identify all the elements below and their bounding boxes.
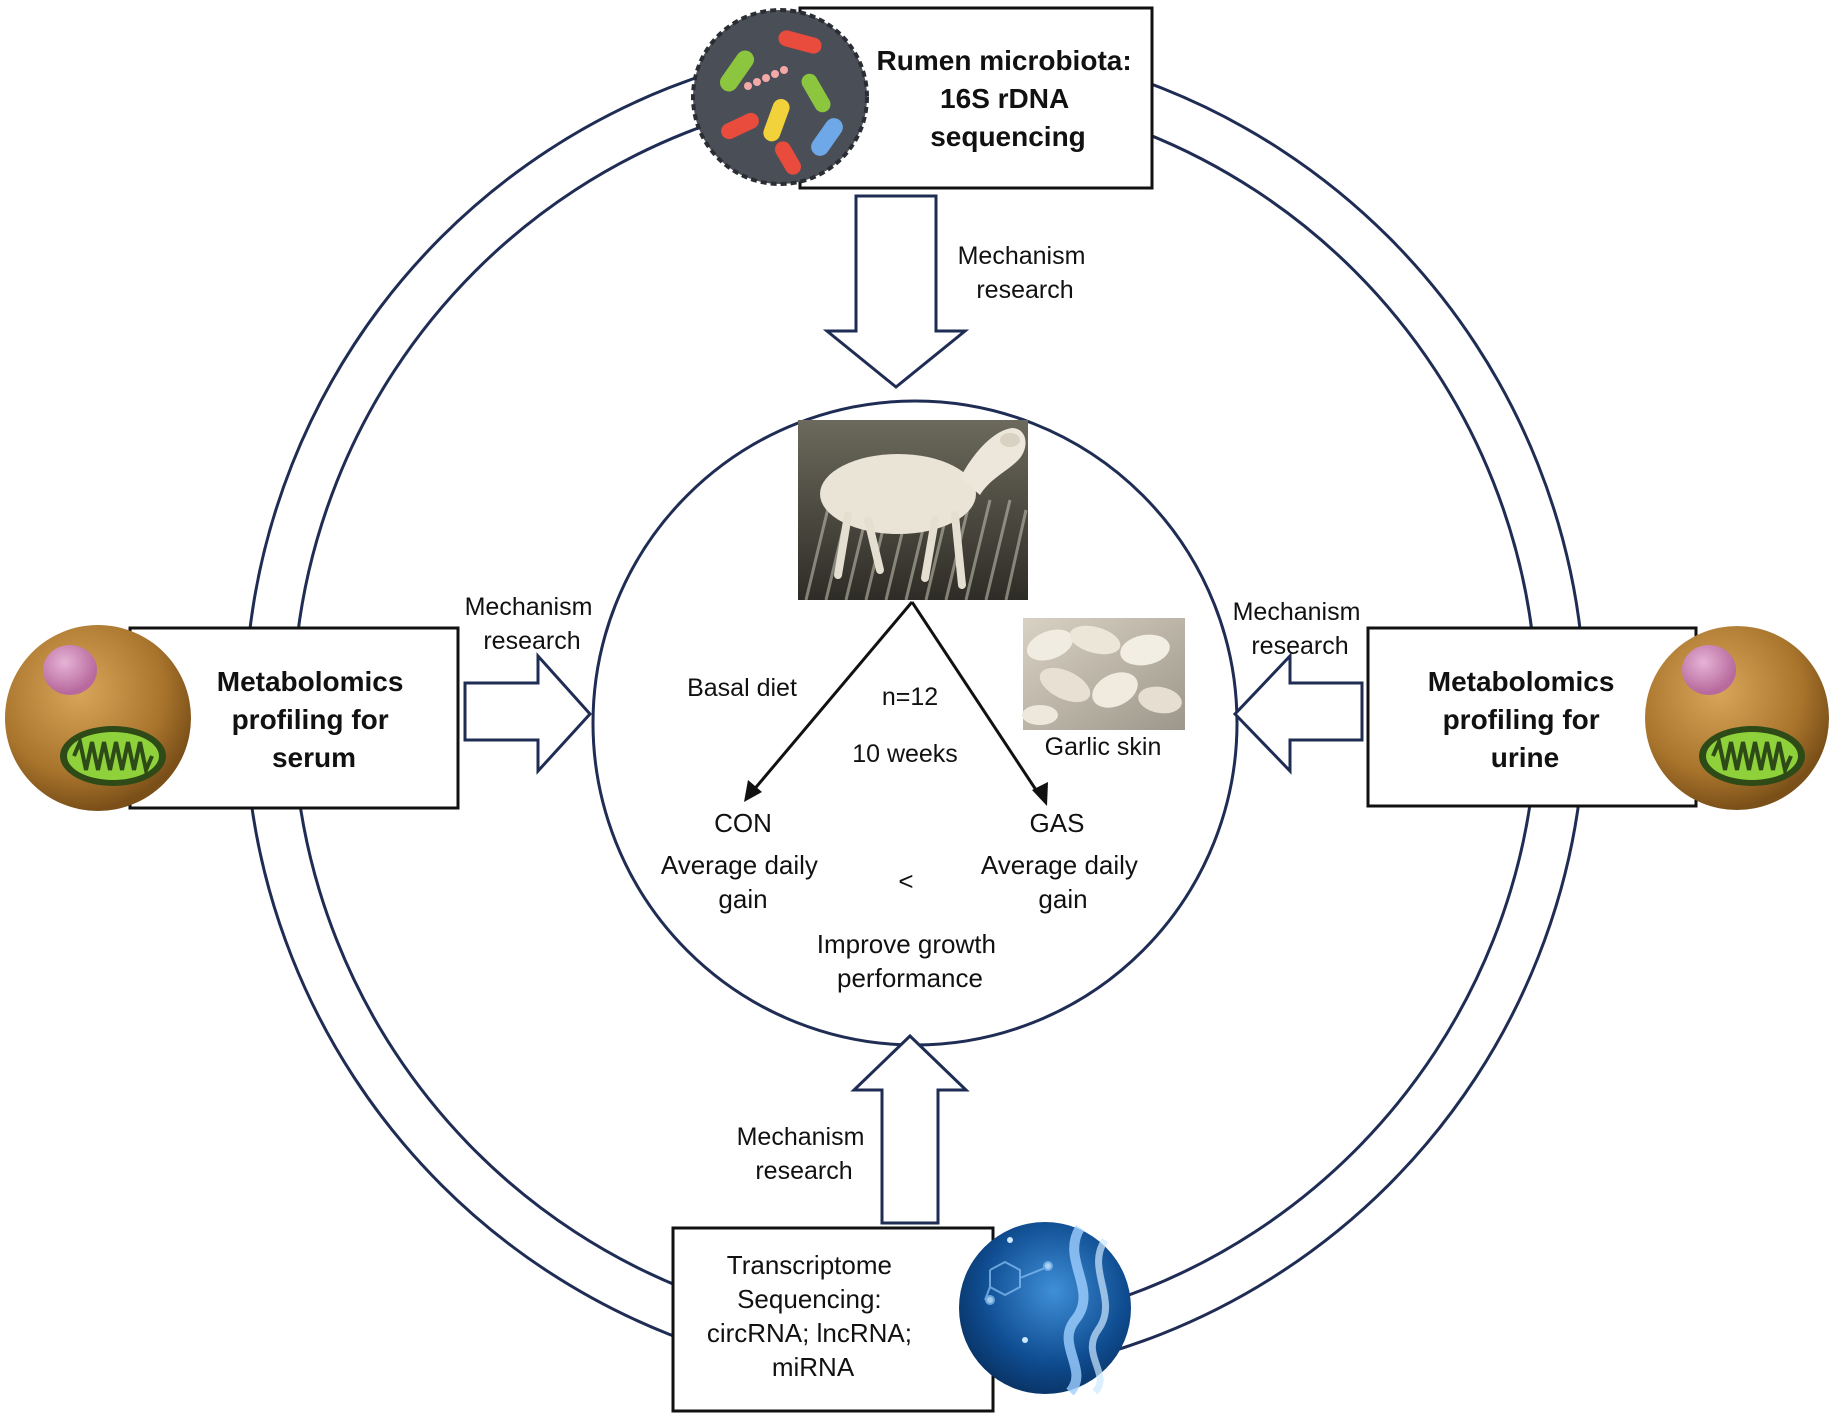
transcriptome-module: Transcriptome Sequencing: circRNA; lncRN… [671, 1222, 1131, 1413]
right-arrow-label-2: research [1251, 632, 1348, 660]
right-box-line-1: Metabolomics [1428, 666, 1615, 697]
top-box-line-3: sequencing [930, 121, 1086, 152]
right-box-line-2: profiling for [1443, 704, 1600, 735]
rumen-microbiota-module: Rumen microbiota: 16S rDNA sequencing [691, 6, 1154, 190]
gas-adg-line-2: gain [1038, 884, 1087, 914]
svg-text:Mechanism research: Mechanism research [1233, 598, 1368, 660]
con-adg-line-1: Average daily [661, 850, 818, 880]
top-box-line-1: Rumen microbiota: [877, 45, 1132, 76]
left-box-line-1: Metabolomics [217, 666, 404, 697]
con-group-label: CON [714, 808, 772, 838]
sample-size-label: n=12 [882, 683, 938, 711]
garlic-skin-label: Garlic skin [1045, 733, 1162, 761]
serum-metabolomics-module: Metabolomics profiling for serum [5, 625, 460, 811]
bottom-box-line-4: miRNA [772, 1352, 855, 1382]
right-mechanism-arrow [1232, 652, 1364, 775]
bottom-box-line-1: Transcriptome [727, 1250, 892, 1280]
svg-text:Mechanism research: Mechanism research [958, 242, 1093, 304]
bottom-mechanism-arrow [850, 1033, 970, 1225]
urine-metabolomics-box [1366, 626, 1698, 808]
conclusion-line-1: Improve growth [817, 929, 996, 959]
top-arrow-label-2: research [976, 276, 1073, 304]
svg-text:Rumen microbiota: 16S rD: Rumen microbiota: 16S rDNA sequencing [877, 45, 1140, 152]
duration-label: 10 weeks [852, 740, 958, 768]
conclusion-line-2: performance [837, 963, 983, 993]
urine-metabolomics-module: Metabolomics profiling for urine [1366, 626, 1829, 810]
bottom-box-line-2: Sequencing: [737, 1284, 882, 1314]
svg-text:Mechanism research: Mechanism research [737, 1123, 872, 1185]
garlic-skin-photo [1022, 618, 1185, 730]
gas-group-label: GAS [1030, 808, 1085, 838]
svg-text:Metabolomics profiling f: Metabolomics profiling for urine [1428, 666, 1622, 773]
con-adg-line-2: gain [718, 884, 767, 914]
right-box-line-3: urine [1491, 742, 1559, 773]
left-arrow-label-2: research [483, 627, 580, 655]
svg-text:Mechanism research: Mechanism research [465, 593, 600, 655]
bottom-arrow-label-2: research [755, 1157, 852, 1185]
bottom-arrow-label-1: Mechanism [737, 1123, 865, 1151]
treatment-branches [744, 601, 1048, 806]
left-box-line-2: profiling for [232, 704, 389, 735]
svg-text:Improve growth performance: Improve growth performance [817, 929, 1003, 993]
svg-text:Average daily gain: Average daily gain [981, 850, 1145, 914]
bottom-box-line-3: circRNA; lncRNA; [707, 1318, 912, 1348]
svg-text:Transcriptome Sequencing: Transcriptome Sequencing: circRNA; lncRN… [707, 1250, 919, 1382]
right-arrow-label-1: Mechanism [1233, 598, 1361, 626]
cell-mitochondria-icon [1645, 626, 1829, 810]
left-arrow-label-1: Mechanism [465, 593, 593, 621]
left-box-line-3: serum [272, 742, 356, 773]
svg-text:Average daily gain: Average daily gain [661, 850, 825, 914]
sheep-photo [798, 420, 1028, 601]
top-mechanism-arrow [822, 194, 970, 389]
bacteria-icon [691, 8, 869, 186]
left-mechanism-arrow [463, 652, 593, 775]
basal-diet-label: Basal diet [687, 674, 797, 702]
cell-mitochondria-icon [5, 625, 191, 811]
svg-text:Metabolomics profiling f: Metabolomics profiling for serum [217, 666, 411, 773]
top-box-line-2: 16S rDNA [940, 83, 1069, 114]
dna-molecule-icon [959, 1222, 1131, 1396]
top-arrow-label-1: Mechanism [958, 242, 1086, 270]
gas-adg-line-1: Average daily [981, 850, 1138, 880]
transcriptome-box [671, 1226, 995, 1413]
comparison-symbol: < [898, 866, 913, 896]
